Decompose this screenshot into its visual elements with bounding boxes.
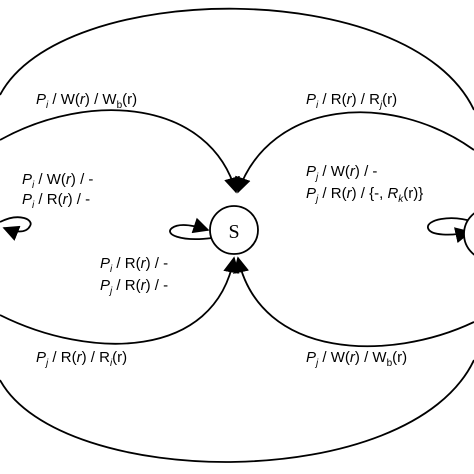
- label-right-loop-2: Pj / R(r) / {-, Rk(r)}: [306, 185, 423, 205]
- edge-top-right-arc: [235, 111, 474, 194]
- label-center-loop-1: Pi / R(r) / -: [100, 255, 168, 275]
- outer-top-arc: [0, 7, 474, 111]
- edge-bottom-left-arc: [0, 256, 240, 345]
- left-self-loop: [0, 216, 32, 241]
- right-state-node: [463, 212, 474, 256]
- label-top-left-arc: Pi / W(r) / Wb(r): [36, 91, 137, 111]
- center-state-label: S: [228, 221, 239, 243]
- label-top-right-arc: Pi / R(r) / Rj(r): [306, 91, 397, 111]
- edge-bottom-right-arc: [233, 256, 474, 348]
- center-state-node: [209, 205, 259, 255]
- label-right-loop-1: Pj / W(r) / -: [306, 163, 377, 183]
- edge-top-left-arc: [0, 109, 240, 194]
- center-self-loop: [169, 217, 213, 240]
- label-bottom-right-arc: Pj / W(r) / Wb(r): [306, 349, 407, 369]
- outer-bottom-arc: [0, 359, 474, 463]
- label-bottom-left-arc: Pj / R(r) / Ri(r): [36, 349, 127, 369]
- label-left-loop-2: Pi / R(r) / -: [22, 191, 90, 211]
- label-left-loop-1: Pi / W(r) / -: [22, 171, 93, 191]
- right-self-loop: [427, 217, 474, 244]
- label-center-loop-2: Pj / R(r) / -: [100, 277, 168, 297]
